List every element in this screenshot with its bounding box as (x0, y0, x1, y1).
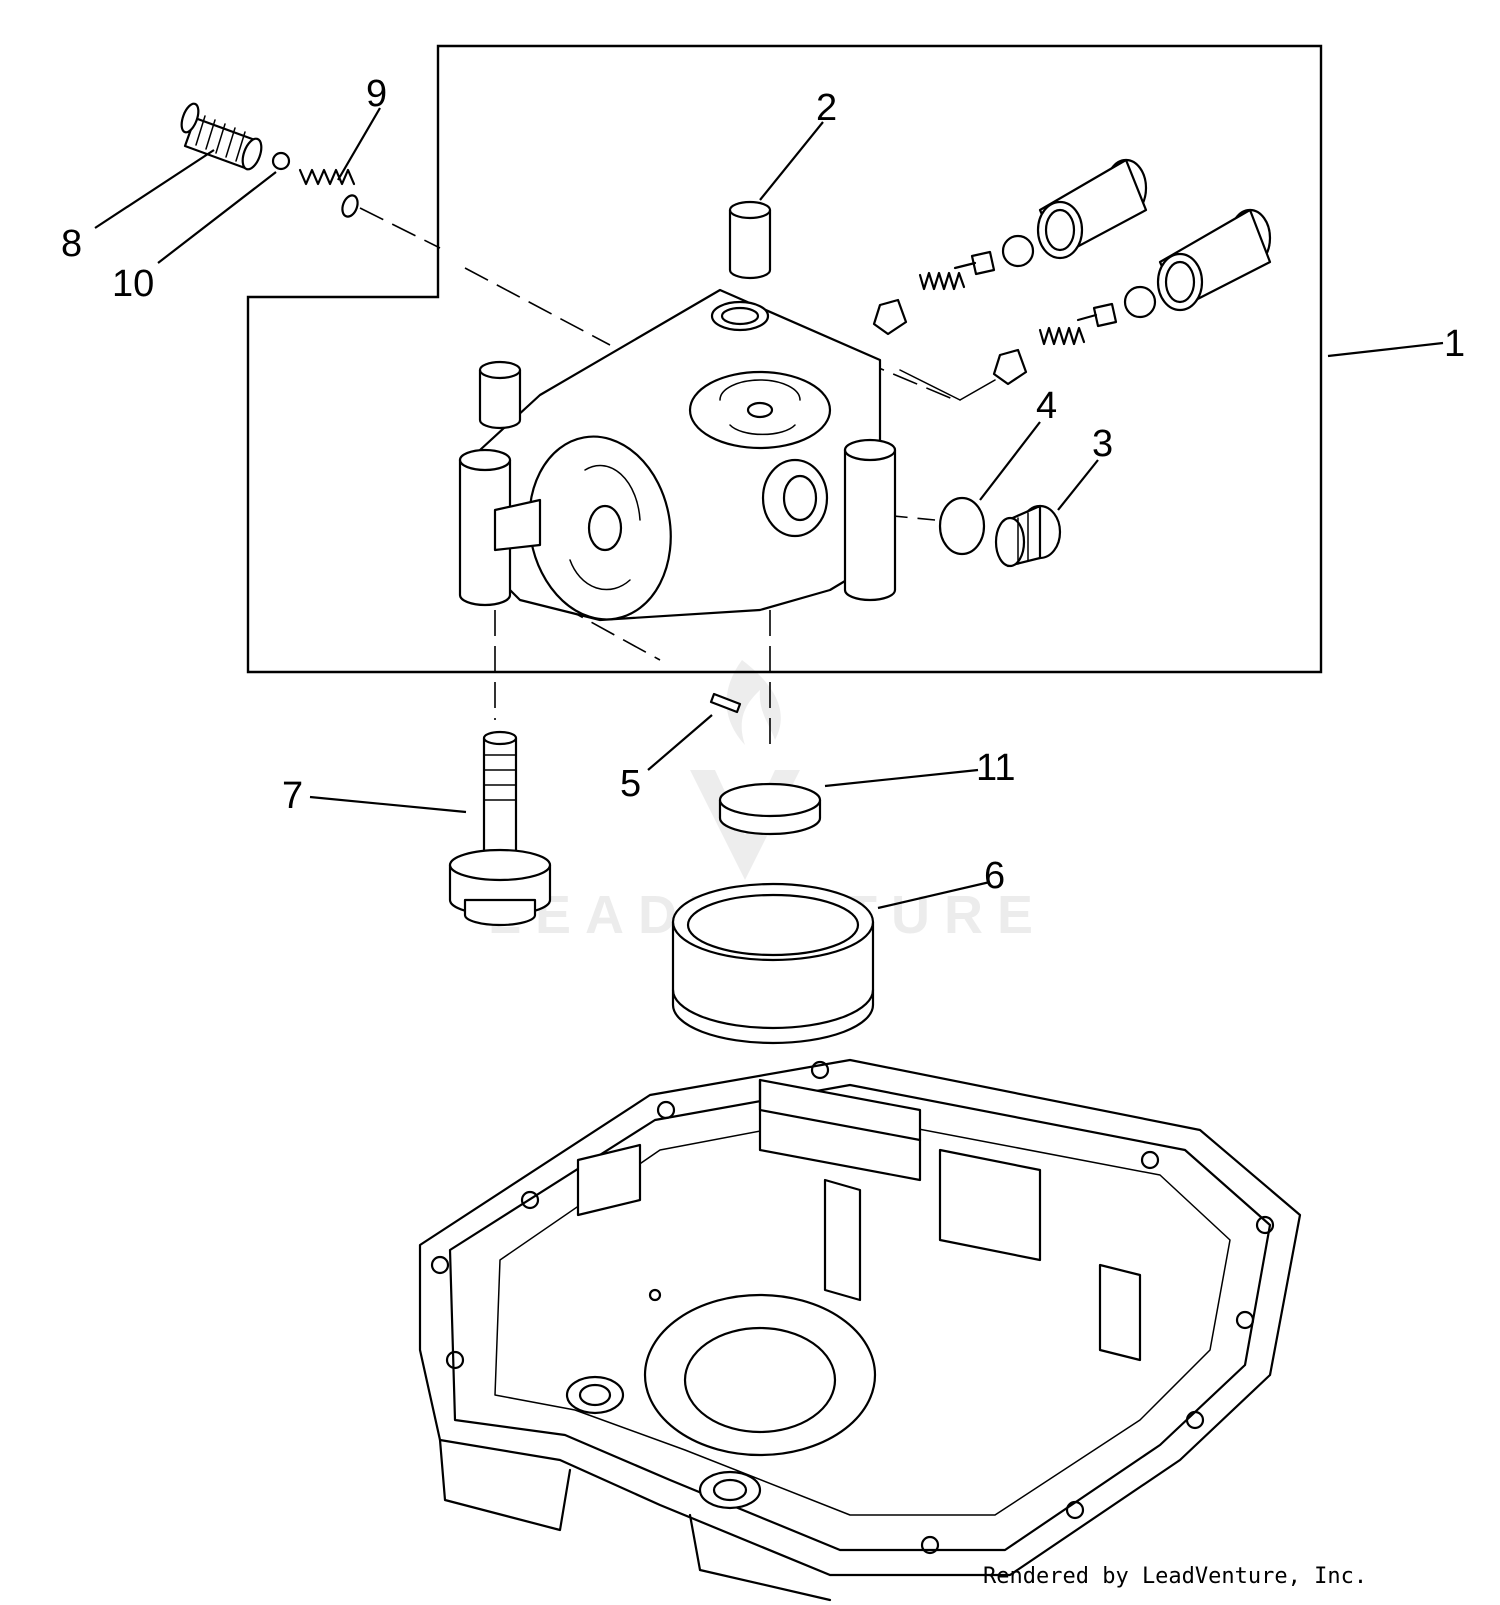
part-2-sleeve (728, 200, 772, 280)
part-10-ball (271, 151, 291, 171)
watermark-logo (690, 660, 800, 880)
callout-10: 10 (112, 263, 154, 305)
callout-4: 4 (1036, 385, 1057, 427)
callout-9: 9 (366, 73, 387, 115)
check-valve-upper (872, 158, 1148, 336)
part-1-pump-body (458, 288, 897, 622)
callout-8: 8 (61, 223, 82, 265)
part-8-plug (180, 102, 263, 171)
part-3-plug (994, 504, 1062, 568)
check-valve-lower (899, 208, 1272, 401)
part-11-cap (718, 782, 822, 836)
callout-1: 1 (1444, 323, 1465, 365)
part-4-o-ring (938, 496, 986, 556)
leader-lines (94, 107, 1444, 910)
assembly-frame (246, 44, 1323, 674)
part-9-spring (298, 168, 359, 218)
part-6-ring (671, 882, 875, 1045)
callout-6: 6 (984, 855, 1005, 897)
callout-2: 2 (816, 87, 837, 129)
callout-labels: 1 2 3 4 5 6 7 8 9 10 11 (61, 73, 1465, 897)
part-7-bolt (448, 730, 552, 927)
transmission-housing (418, 1058, 1302, 1602)
part-5-pin (709, 692, 742, 714)
callout-7: 7 (282, 775, 303, 817)
render-credit: Rendered by LeadVenture, Inc. (983, 1564, 1368, 1589)
callout-3: 3 (1092, 423, 1113, 465)
callout-5: 5 (620, 763, 641, 805)
callout-11: 11 (976, 747, 1015, 789)
